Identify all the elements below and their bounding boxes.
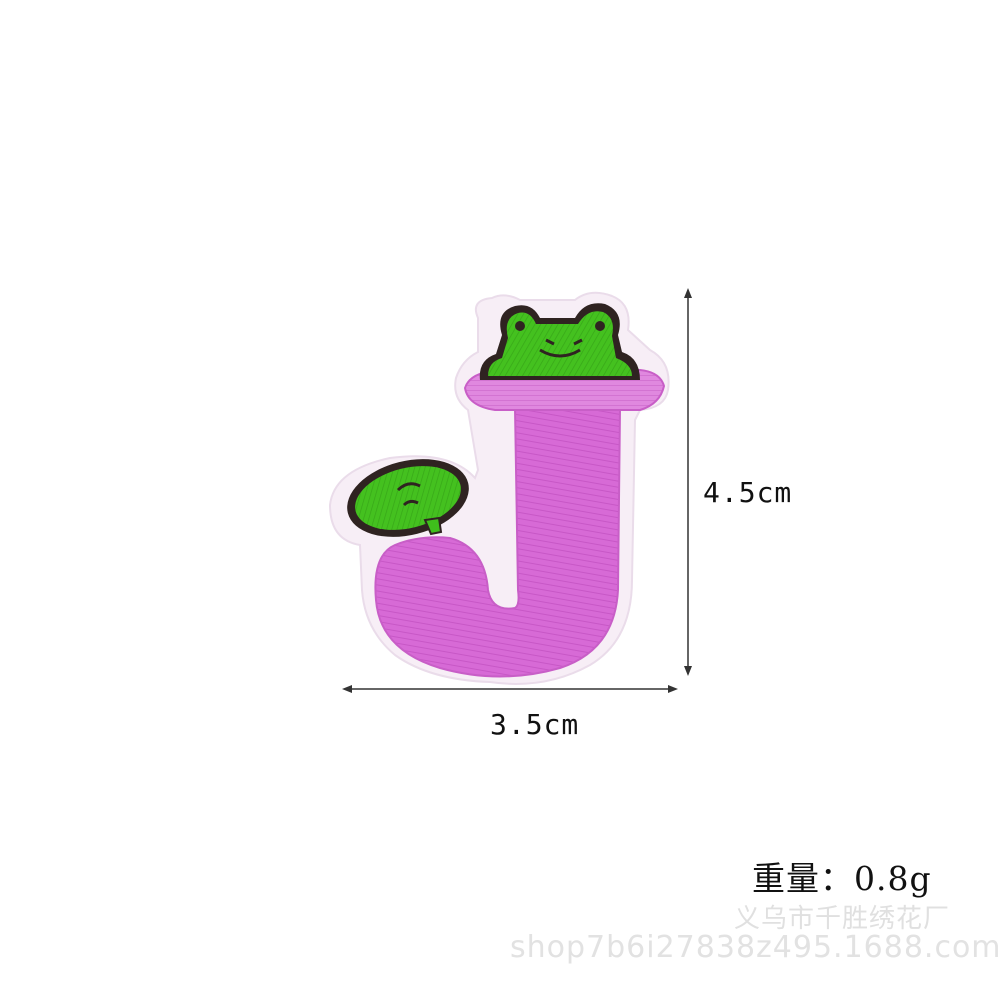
width-label: 3.5cm — [490, 708, 580, 741]
height-dimension-line — [684, 288, 692, 676]
letter-j — [374, 407, 622, 678]
width-dimension-line — [342, 685, 678, 693]
watermark-url: shop7b6i27838z495.1688.com — [510, 930, 1000, 965]
weight-label: 重量：0.8g — [752, 859, 932, 898]
height-label: 4.5cm — [703, 476, 793, 509]
watermark-shop-name: 义乌市千胜绣花厂 — [734, 904, 951, 934]
frog-figure — [479, 303, 640, 380]
